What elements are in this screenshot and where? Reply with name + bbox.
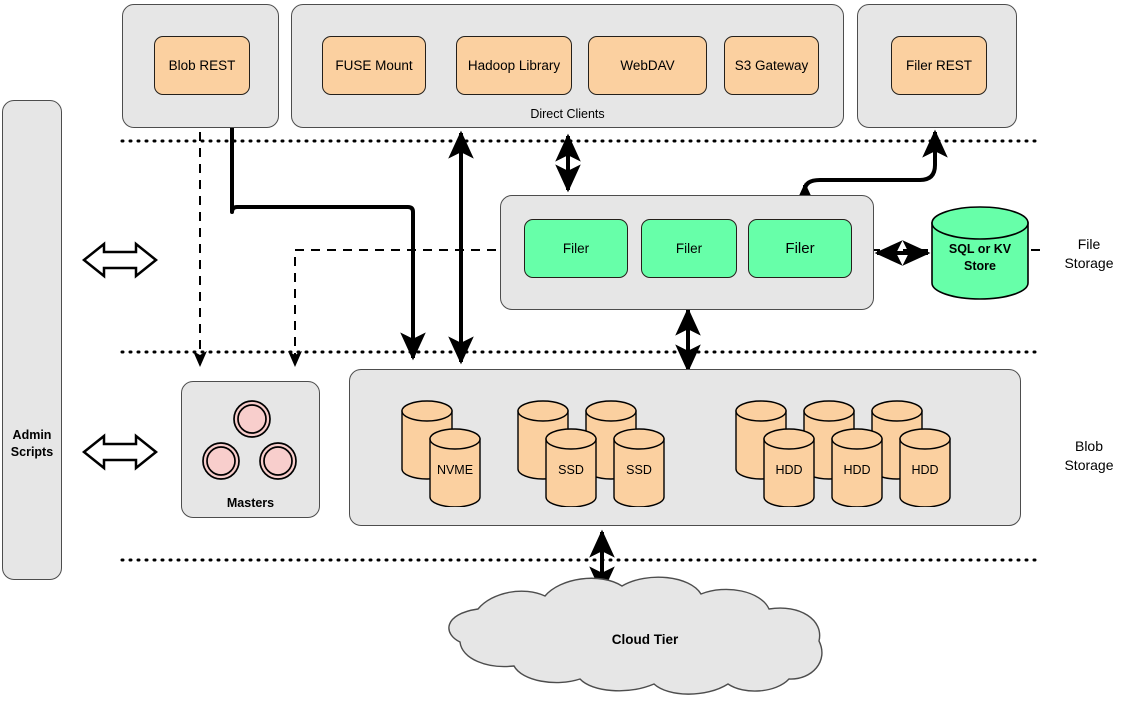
store-line-2: Store bbox=[964, 258, 996, 273]
node-webdav[interactable]: WebDAV bbox=[588, 36, 707, 95]
disk-label-ssd-1: SSD bbox=[558, 463, 584, 477]
node-fuse-mount[interactable]: FUSE Mount bbox=[322, 36, 426, 95]
node-s3-gateway-label: S3 Gateway bbox=[734, 57, 809, 73]
masters-group[interactable]: Masters bbox=[181, 381, 320, 518]
node-blob-rest[interactable]: Blob REST bbox=[154, 36, 250, 95]
node-fuse-mount-label: FUSE Mount bbox=[335, 57, 413, 73]
blob-storage-line-1: Blob bbox=[1074, 438, 1104, 454]
node-s3-gateway[interactable]: S3 Gateway bbox=[724, 36, 819, 95]
admin-line-2: Scripts bbox=[10, 444, 54, 459]
disk-set-hdd[interactable]: HDD HDD HDD bbox=[731, 397, 991, 508]
masters-nodes-icon bbox=[202, 400, 297, 480]
sql-or-kv-store[interactable]: SQL or KV Store bbox=[930, 205, 1030, 301]
blob-rest-group[interactable]: Blob REST bbox=[122, 4, 279, 128]
node-filer-rest[interactable]: Filer REST bbox=[891, 36, 987, 95]
node-filer-2[interactable]: Filer bbox=[641, 219, 737, 278]
filer-rest-group[interactable]: Filer REST bbox=[857, 4, 1017, 128]
disk-set-nvme[interactable]: NVME bbox=[397, 397, 503, 508]
tier-label-file-storage: File Storage bbox=[1058, 235, 1120, 273]
cloud-tier-label: Cloud Tier bbox=[611, 632, 679, 647]
disk-label-nvme: NVME bbox=[436, 463, 474, 477]
node-filer-rest-label: Filer REST bbox=[905, 57, 972, 73]
node-filer-1-label: Filer bbox=[562, 240, 590, 256]
node-hadoop-library[interactable]: Hadoop Library bbox=[456, 36, 572, 95]
admin-scripts-label: Admin Scripts bbox=[3, 427, 61, 461]
node-filer-2-label: Filer bbox=[675, 240, 703, 256]
node-webdav-label: WebDAV bbox=[620, 57, 675, 73]
node-filer-1[interactable]: Filer bbox=[524, 219, 628, 278]
sql-or-kv-store-label: SQL or KV Store bbox=[930, 241, 1030, 275]
file-storage-line-2: Storage bbox=[1064, 254, 1114, 271]
nvme-cylinders-icon bbox=[401, 400, 481, 508]
filer-group[interactable]: Filer Filer Filer bbox=[500, 195, 874, 310]
direct-clients-group[interactable]: FUSE Mount Hadoop Library WebDAV S3 Gate… bbox=[291, 4, 844, 128]
masters-label: Masters bbox=[226, 496, 275, 510]
node-hadoop-library-label: Hadoop Library bbox=[467, 57, 561, 73]
admin-bidirectional-arrow-icons bbox=[81, 241, 159, 471]
hdd-cylinders-icon bbox=[735, 400, 951, 508]
store-cylinder-icon bbox=[931, 206, 1029, 300]
node-blob-rest-label: Blob REST bbox=[168, 57, 236, 73]
file-storage-line-1: File bbox=[1077, 236, 1101, 252]
direct-clients-caption: Direct Clients bbox=[530, 107, 605, 121]
disk-set-ssd[interactable]: SSD SSD bbox=[513, 397, 703, 508]
blob-storage-line-2: Storage bbox=[1064, 456, 1114, 473]
node-filer-3-label: Filer bbox=[785, 239, 815, 257]
admin-scripts-panel[interactable]: Admin Scripts bbox=[2, 100, 62, 580]
node-filer-3[interactable]: Filer bbox=[748, 219, 852, 278]
ssd-cylinders-icon bbox=[517, 400, 665, 508]
disk-label-hdd-3: HDD bbox=[911, 463, 939, 477]
admin-line-1: Admin bbox=[12, 428, 52, 442]
store-line-1: SQL or KV bbox=[948, 242, 1012, 256]
disk-label-hdd-1: HDD bbox=[775, 463, 803, 477]
volume-servers-group[interactable]: NVME SSD SSD bbox=[349, 369, 1021, 526]
disk-label-hdd-2: HDD bbox=[843, 463, 871, 477]
tier-label-blob-storage: Blob Storage bbox=[1058, 437, 1120, 475]
disk-label-ssd-2: SSD bbox=[626, 463, 652, 477]
cloud-tier-label-wrap[interactable]: Cloud Tier bbox=[460, 632, 830, 647]
